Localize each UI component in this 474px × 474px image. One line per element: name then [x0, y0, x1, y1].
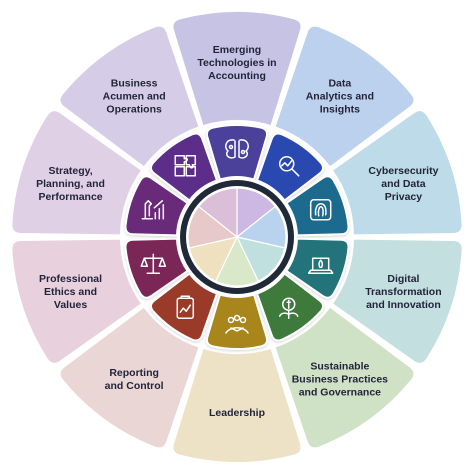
- segment-label-line: and Governance: [299, 387, 381, 399]
- outer-segment: [330, 237, 464, 365]
- brain-circuit-icon: [225, 139, 249, 159]
- chess-chart-icon: [141, 200, 165, 220]
- segment-label-line: and Control: [105, 380, 164, 392]
- outer-segment: [273, 305, 416, 450]
- segment-label-line: Transformation: [365, 286, 441, 298]
- segment-label-line: Planning, and: [36, 178, 105, 190]
- segment-label-line: Cybersecurity: [368, 165, 438, 177]
- segment-label-line: Values: [54, 299, 87, 311]
- outer-segment: [171, 346, 303, 464]
- outer-segment: [171, 10, 303, 128]
- fingerprint-icon: [309, 199, 332, 221]
- segment-label-line: Ethics and: [44, 286, 97, 298]
- segment-label-line: Analytics and: [306, 90, 374, 102]
- money-plant-icon: [278, 297, 299, 319]
- outer-segment: [10, 237, 144, 365]
- puzzle-icon: [174, 155, 197, 177]
- segment-label-line: Business Practices: [292, 374, 388, 386]
- segment-label-line: Strategy,: [48, 165, 92, 177]
- segment-label-line: Digital: [387, 273, 419, 285]
- outer-segment: [273, 24, 416, 169]
- segment-label: Leadership: [209, 407, 265, 419]
- segment-label-line: Reporting: [109, 367, 159, 379]
- outer-segment: [10, 109, 144, 237]
- segment-label-line: Sustainable: [310, 361, 369, 373]
- segment-label-line: Acumen and: [103, 90, 166, 102]
- team-hands-icon: [225, 314, 249, 334]
- outer-segment: [330, 109, 464, 237]
- rocket-laptop-icon: [307, 257, 334, 274]
- segment-label-line: Privacy: [385, 191, 423, 203]
- gear-tooth: [205, 293, 269, 350]
- segment-label-line: Technologies in: [197, 57, 276, 69]
- segment-label-line: Professional: [39, 273, 102, 285]
- segment-label-line: Business: [111, 77, 158, 89]
- hub-slice: [197, 187, 238, 239]
- segment-label-line: Leadership: [209, 407, 265, 419]
- segment-label-line: Performance: [38, 191, 102, 203]
- report-clipboard-icon: [176, 295, 195, 319]
- gear-tooth: [205, 124, 269, 181]
- segment-label-line: Data: [328, 77, 351, 89]
- scales-icon: [140, 253, 167, 274]
- segment-label-line: and Data: [381, 178, 426, 190]
- segment-label-line: Insights: [320, 103, 360, 115]
- segment-label-line: Operations: [106, 103, 162, 115]
- segment-label-line: Accounting: [208, 70, 266, 82]
- analytics-magnifier-icon: [278, 156, 300, 177]
- outer-segment: [58, 305, 201, 450]
- segment-label-line: and Innovation: [366, 299, 441, 311]
- outer-segment: [58, 24, 201, 169]
- segment-label-line: Emerging: [213, 44, 261, 56]
